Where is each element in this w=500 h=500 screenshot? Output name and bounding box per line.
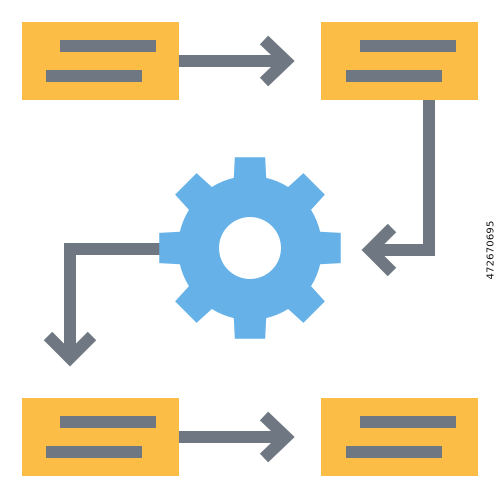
gear-icon [159, 157, 341, 339]
step-box-line [360, 416, 456, 428]
step-box-body [22, 398, 179, 476]
top-right-step-box [321, 22, 478, 100]
step-box-body [321, 398, 478, 476]
step-box-body [22, 22, 179, 100]
bottom-right-step-box [321, 398, 478, 476]
step-box-line [360, 40, 456, 52]
step-box-line [60, 40, 156, 52]
stock-id-text: 472670695 [485, 220, 497, 280]
step-box-line [46, 446, 142, 458]
top-left-step-box [22, 22, 179, 100]
arrow-down-left-icon [361, 100, 435, 277]
step-box-line [346, 70, 442, 82]
step-box-body [321, 22, 478, 100]
flow-arrows [43, 35, 435, 463]
step-box-line [346, 446, 442, 458]
gear-hole [219, 217, 281, 279]
step-box-line [60, 416, 156, 428]
arrow-top-right-icon [179, 35, 295, 87]
bottom-left-step-box [22, 398, 179, 476]
step-box-line [46, 70, 142, 82]
stock-id-label: 472670695 [484, 0, 498, 500]
arrow-left-down-icon [43, 243, 170, 367]
arrow-bottom-right-icon [179, 411, 295, 463]
